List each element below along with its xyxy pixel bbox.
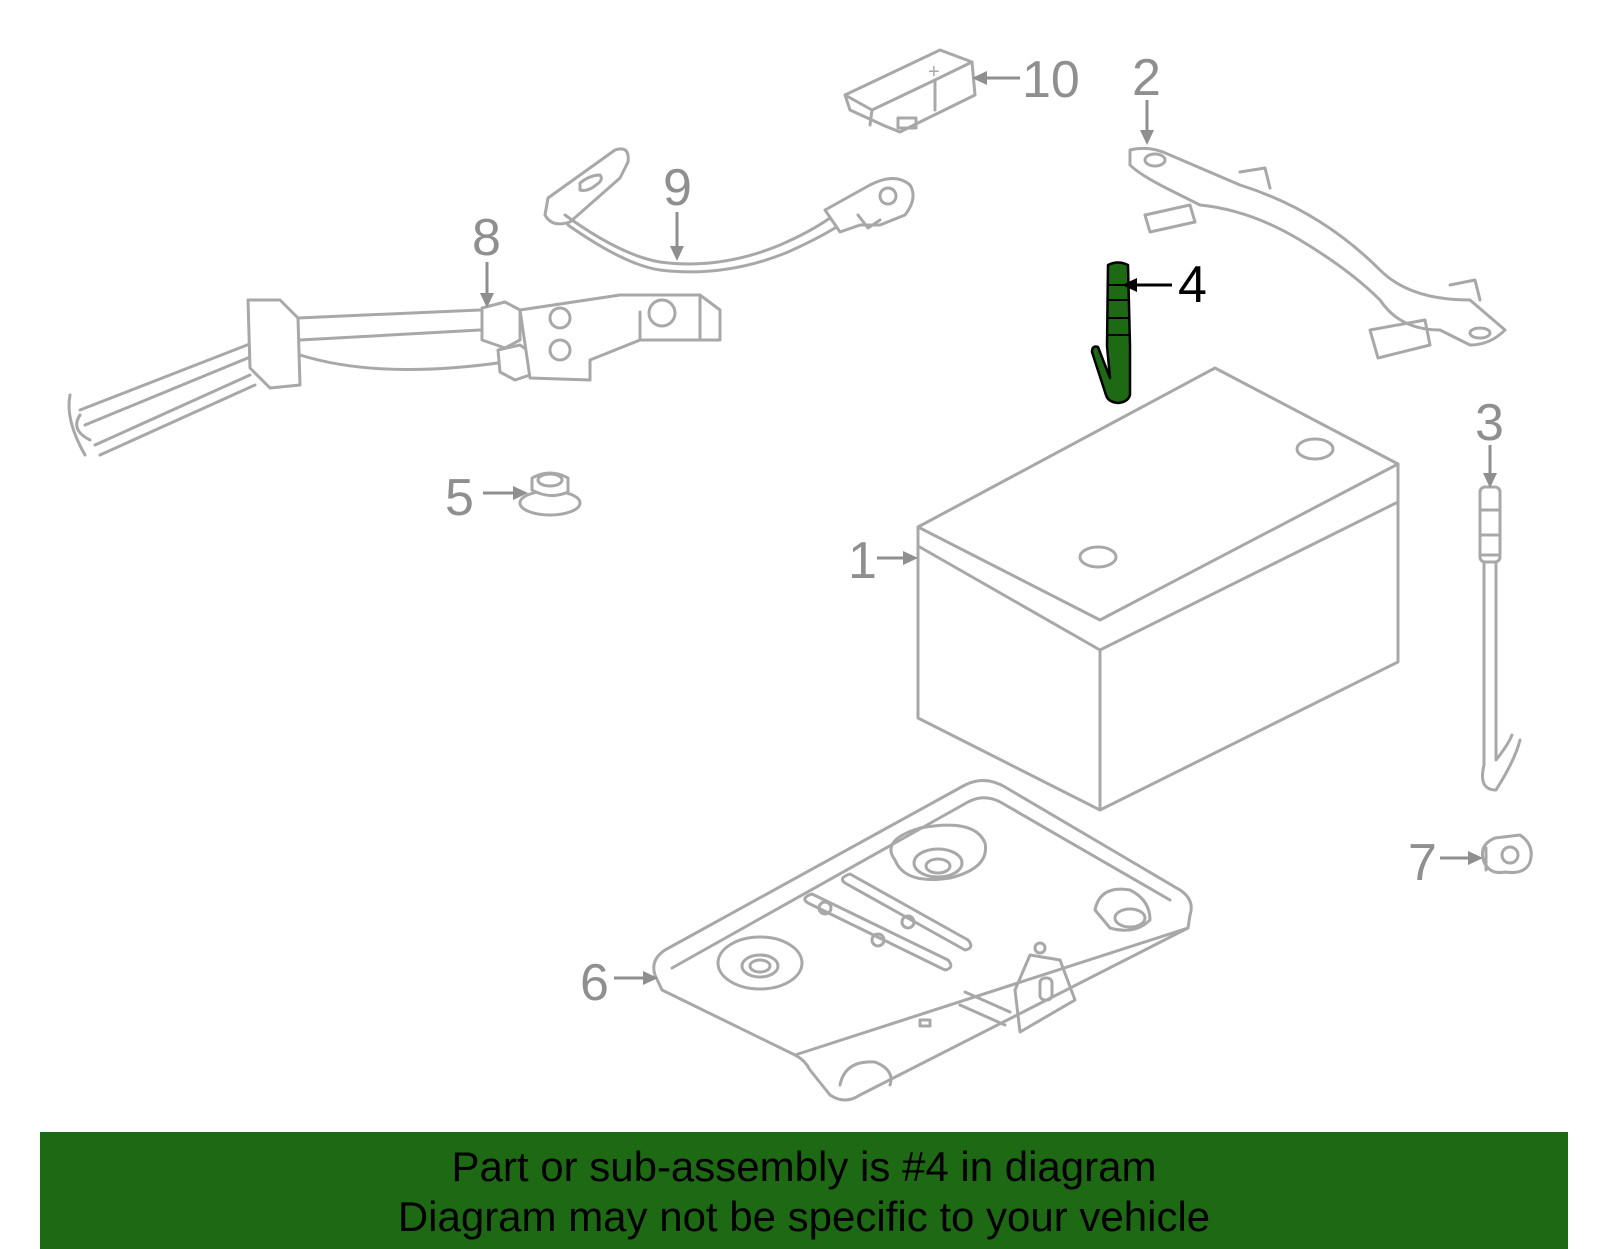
plus-mark: + bbox=[928, 61, 940, 83]
callout-7: 7 bbox=[1408, 834, 1437, 892]
callout-10: 10 bbox=[1022, 51, 1080, 109]
part-2-hold-down-bracket[interactable] bbox=[1128, 146, 1507, 360]
callout-2: 2 bbox=[1132, 49, 1161, 107]
banner-line-2: Diagram may not be specific to your vehi… bbox=[397, 1193, 1211, 1240]
banner-line-1: Part or sub-assembly is #4 in diagram bbox=[451, 1143, 1157, 1190]
callout-6: 6 bbox=[580, 954, 609, 1012]
part-5-nut[interactable] bbox=[518, 471, 582, 517]
part-8-positive-cable[interactable] bbox=[67, 293, 722, 457]
part-10-terminal-cover[interactable]: + bbox=[843, 48, 977, 134]
callout-9: 9 bbox=[663, 159, 692, 217]
parts-diagram: + 1 bbox=[67, 48, 1533, 1102]
part-6-battery-tray[interactable] bbox=[652, 779, 1193, 1102]
part-4-hold-down-bolt[interactable] bbox=[1090, 261, 1132, 405]
callout-3: 3 bbox=[1475, 394, 1504, 452]
callout-4: 4 bbox=[1178, 256, 1207, 314]
callout-8: 8 bbox=[472, 209, 501, 267]
part-7-clip[interactable] bbox=[1480, 833, 1533, 874]
callout-5: 5 bbox=[445, 469, 474, 527]
part-1-battery[interactable] bbox=[916, 366, 1400, 812]
part-9-ground-cable[interactable] bbox=[543, 147, 915, 274]
part-3-hold-down-rod[interactable] bbox=[1478, 485, 1522, 792]
info-banner: Part or sub-assembly is #4 in diagram Di… bbox=[40, 1132, 1568, 1249]
callout-1: 1 bbox=[848, 532, 877, 590]
